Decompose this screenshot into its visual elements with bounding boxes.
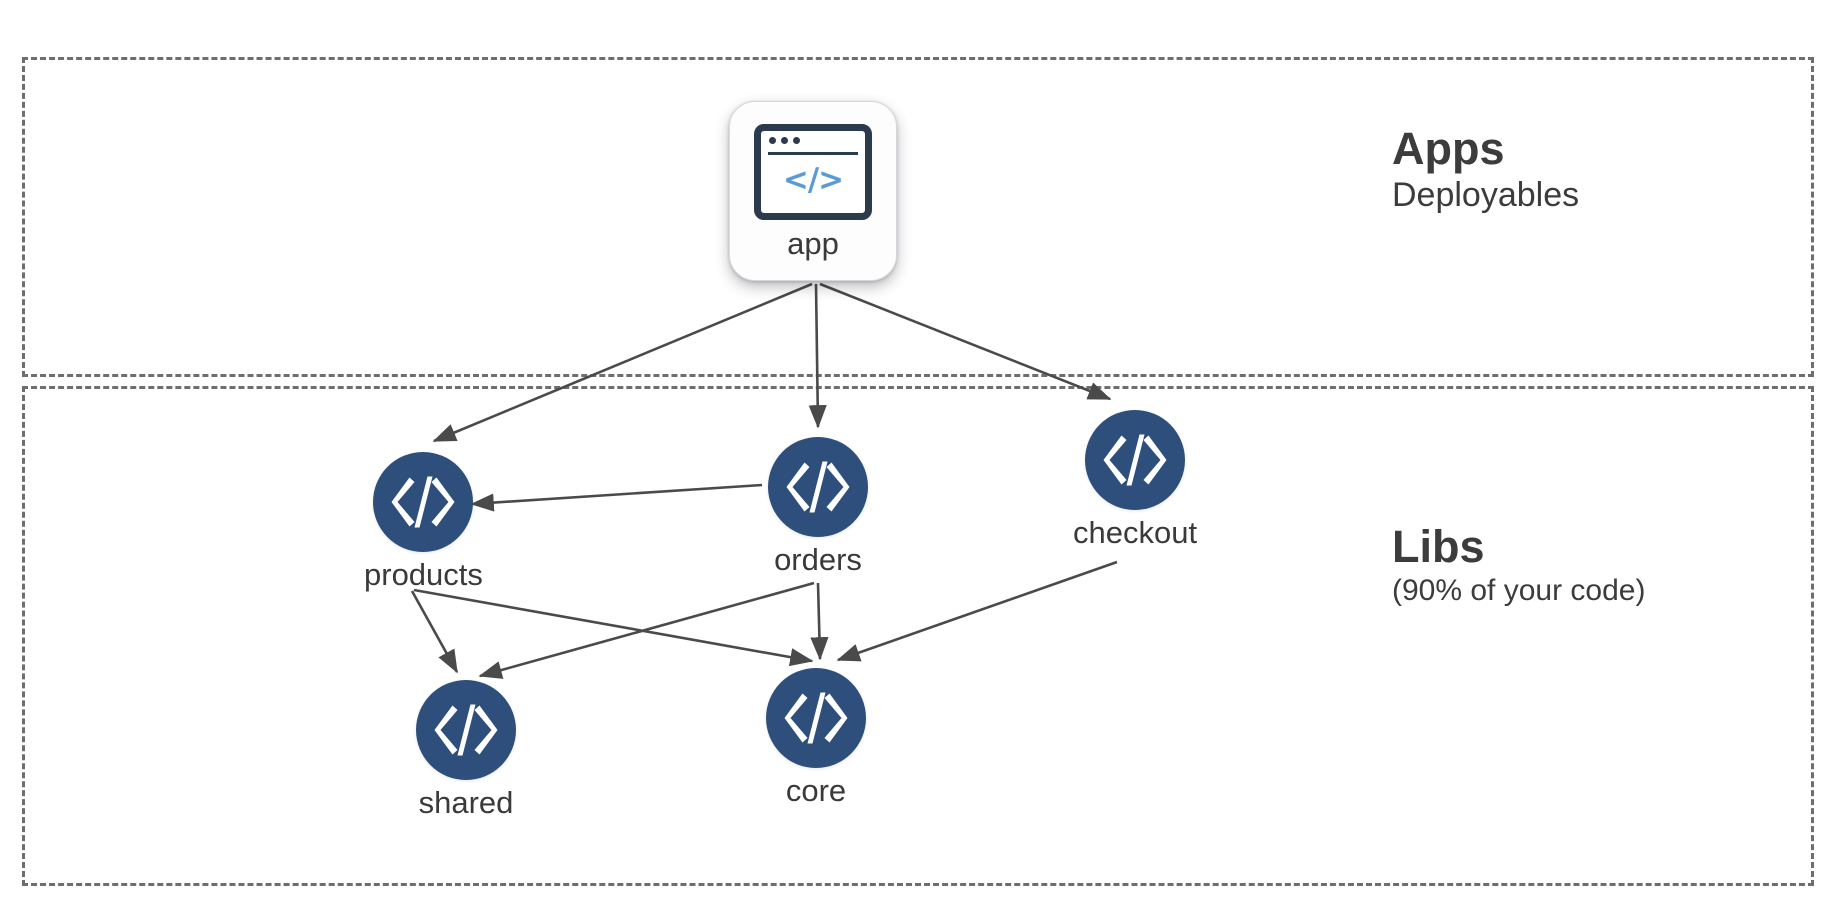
zone-subtitle-libs: (90% of your code): [1392, 574, 1646, 608]
node-checkout-label: checkout: [1073, 515, 1198, 550]
code-brackets-icon: [416, 680, 516, 780]
node-products-label: products: [364, 557, 483, 592]
zone-title-libs: Libs: [1392, 521, 1485, 572]
code-brackets-icon: [1085, 410, 1186, 510]
zone-title-apps: Apps: [1392, 123, 1505, 174]
node-products[interactable]: products: [364, 452, 483, 590]
node-app-label: app: [787, 226, 839, 261]
node-core[interactable]: core: [766, 668, 866, 806]
node-shared[interactable]: shared: [416, 680, 516, 818]
zone-box-libs: [22, 386, 1814, 886]
node-app[interactable]: </> app: [729, 101, 897, 281]
code-brackets-glyph: </>: [782, 161, 844, 198]
node-checkout[interactable]: checkout: [1073, 410, 1197, 548]
zone-legend-libs: Libs (90% of your code): [1392, 523, 1645, 609]
code-brackets-icon: [766, 668, 866, 768]
node-shared-label: shared: [418, 785, 514, 820]
node-core-label: core: [785, 773, 847, 808]
browser-dots-icon: [769, 137, 800, 144]
code-brackets-icon: [373, 452, 474, 552]
browser-window-code-icon: </>: [754, 124, 872, 220]
zone-box-apps: [22, 57, 1814, 377]
browser-separator-rule: [768, 152, 858, 155]
node-orders[interactable]: orders: [768, 437, 868, 575]
node-orders-label: orders: [774, 542, 862, 577]
zone-legend-apps: Apps Deployables: [1392, 125, 1579, 215]
zone-subtitle-apps: Deployables: [1392, 176, 1580, 215]
code-brackets-icon: [768, 437, 868, 537]
